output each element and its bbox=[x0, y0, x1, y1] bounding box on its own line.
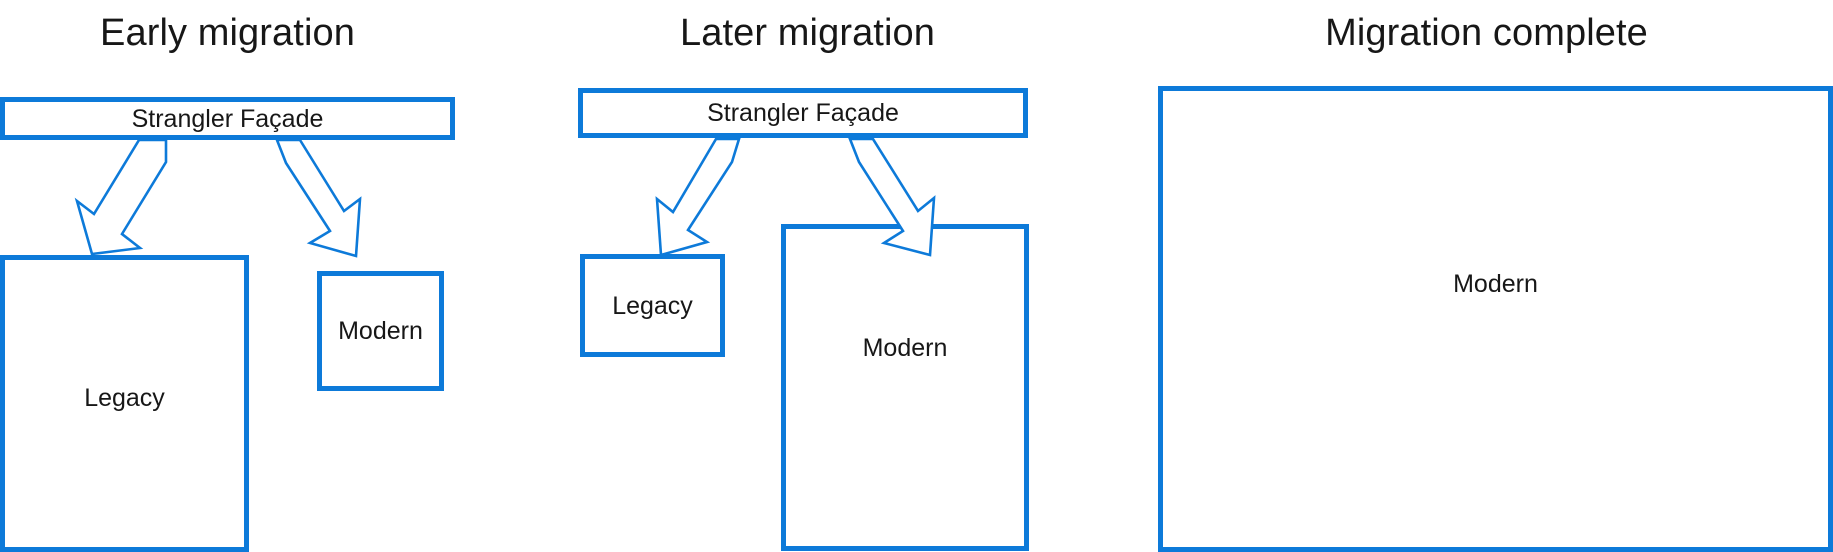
node-legacy-early[interactable]: Legacy bbox=[0, 255, 249, 552]
panel-title-migration-complete: Migration complete bbox=[1325, 12, 1648, 54]
node-label-legacy: Legacy bbox=[612, 291, 693, 320]
node-strangler-facade-later[interactable]: Strangler Façade bbox=[578, 88, 1028, 138]
node-modern-early[interactable]: Modern bbox=[317, 271, 444, 391]
panel-early-migration: Early migration Strangler Façade Legacy … bbox=[0, 0, 480, 552]
node-label-legacy: Legacy bbox=[84, 384, 165, 412]
node-label-strangler-facade: Strangler Façade bbox=[131, 104, 324, 133]
node-label-modern: Modern bbox=[862, 334, 948, 362]
node-label-modern: Modern bbox=[338, 317, 423, 345]
node-modern-later[interactable]: Modern bbox=[781, 224, 1029, 551]
panel-later-migration: Later migration Strangler Façade Legacy … bbox=[555, 0, 1060, 552]
node-legacy-later[interactable]: Legacy bbox=[580, 254, 725, 357]
node-label-modern: Modern bbox=[1453, 270, 1538, 298]
node-modern-complete[interactable]: Modern bbox=[1158, 86, 1833, 552]
node-label-strangler-facade: Strangler Façade bbox=[707, 99, 899, 127]
node-strangler-facade-early[interactable]: Strangler Façade bbox=[0, 97, 455, 140]
panel-title-early-migration: Early migration bbox=[100, 12, 355, 54]
panel-title-later-migration: Later migration bbox=[680, 12, 935, 54]
panel-migration-complete: Migration complete Modern bbox=[1140, 0, 1833, 552]
